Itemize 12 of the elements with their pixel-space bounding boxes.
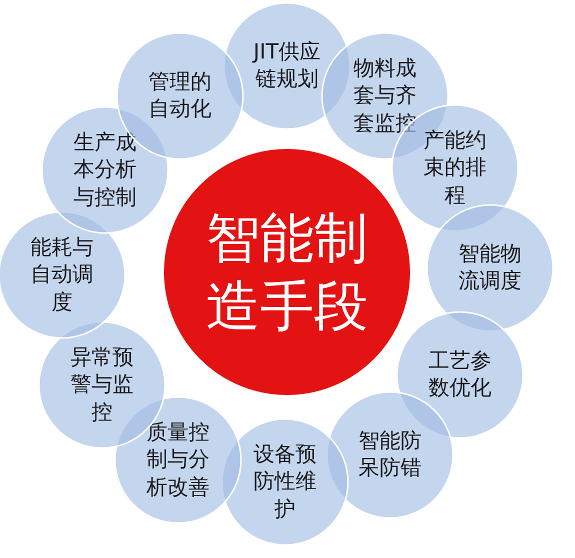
bubble-label: 智能防呆防错: [358, 428, 422, 482]
bubble-label: JIT供应链规划: [252, 38, 322, 93]
bubble-label: 产能约束的排程: [422, 127, 488, 209]
bubble-label: 智能物流调度: [458, 240, 522, 295]
bubble-label: 管理的自动化: [148, 68, 212, 123]
bubble-label: 能耗与自动调度: [30, 234, 94, 316]
center-title: 智能制造手段: [205, 206, 369, 339]
bubble-label: 异常预警与监控: [70, 344, 134, 426]
bubble-label: 设备预防性维护: [252, 441, 318, 523]
bubble-label: 工艺参数优化: [428, 348, 492, 402]
bubble-label: 生产成本分析与控制: [72, 129, 138, 211]
bubble-label: 质量控制与分析改善: [146, 419, 210, 501]
